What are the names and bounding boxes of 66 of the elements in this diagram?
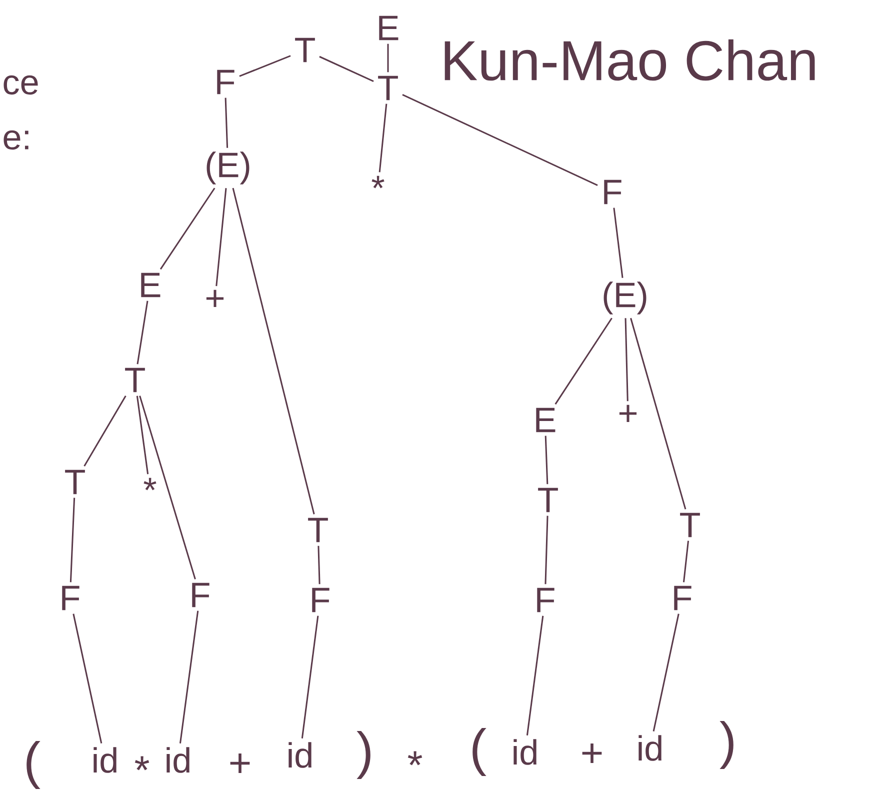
grammar-symbol: id <box>288 742 312 768</box>
tree-line <box>402 94 598 186</box>
grammar-symbol: (E) <box>604 282 646 314</box>
symbol-text: ) <box>720 720 734 770</box>
tree-line <box>72 614 102 744</box>
grammar-symbol: * <box>372 176 384 188</box>
grammar-symbol: F <box>537 588 554 612</box>
tree-line <box>301 616 319 738</box>
tree-line <box>318 546 320 584</box>
symbol-text: + <box>230 754 250 773</box>
tree-line <box>624 318 628 402</box>
grammar-symbol: T <box>538 488 558 512</box>
grammar-symbol: (E) <box>206 152 250 184</box>
tree-line <box>652 614 680 732</box>
tree-line <box>378 104 388 172</box>
grammar-symbol: * <box>144 478 156 490</box>
grammar-symbol: T <box>65 470 85 494</box>
symbol-text: + <box>582 744 602 763</box>
symbol-text: ) <box>356 730 370 780</box>
tree-line <box>387 44 389 72</box>
tree-line <box>136 300 148 364</box>
tree-line <box>139 396 196 580</box>
grammar-symbol: E <box>141 272 160 298</box>
tree-line <box>216 188 227 286</box>
grammar-symbol: E <box>536 408 556 432</box>
tree-line <box>554 318 612 405</box>
grammar-symbol: T <box>125 368 145 392</box>
tree-line <box>160 188 216 270</box>
tree-line <box>682 540 690 582</box>
tree-line <box>544 436 548 484</box>
tree-line <box>70 498 76 582</box>
grammar-symbol: id <box>514 739 536 765</box>
tree-line <box>239 55 291 77</box>
grammar-symbol: F <box>62 586 80 610</box>
grammar-symbol: id <box>638 735 662 761</box>
fragment-text: e: <box>4 130 28 150</box>
fragment-text: ce <box>4 75 38 95</box>
grammar-symbol: F <box>674 586 692 610</box>
grammar-symbol: id <box>166 747 190 773</box>
grammar-symbol: T <box>308 518 328 542</box>
grammar-symbol: T <box>295 38 315 62</box>
symbol-text: ( <box>472 728 486 776</box>
symbol-text: * <box>408 751 422 766</box>
symbol-text: ( <box>26 740 40 790</box>
grammar-symbol: T <box>378 76 398 100</box>
grammar-symbol: F <box>604 180 622 204</box>
tree-line <box>136 396 149 474</box>
grammar-symbol: F <box>312 588 330 612</box>
grammar-symbol: + <box>619 404 637 422</box>
tree-line <box>613 208 624 278</box>
grammar-symbol: + <box>206 290 224 308</box>
tree-line <box>84 395 126 467</box>
signature-text: Kun-Mao Chan <box>444 39 815 81</box>
grammar-symbol: F <box>217 70 234 94</box>
symbol-text: * <box>134 756 150 770</box>
tree-line <box>544 516 548 584</box>
tree-line <box>630 318 686 510</box>
grammar-symbol: T <box>680 512 700 538</box>
tree-line <box>319 56 374 82</box>
tree-line <box>224 98 228 148</box>
tree-line <box>179 610 199 744</box>
grammar-symbol: id <box>94 747 116 773</box>
grammar-symbol: F <box>192 582 210 608</box>
tree-line <box>232 188 315 514</box>
grammar-symbol: E <box>379 16 398 40</box>
tree-line <box>526 616 544 736</box>
